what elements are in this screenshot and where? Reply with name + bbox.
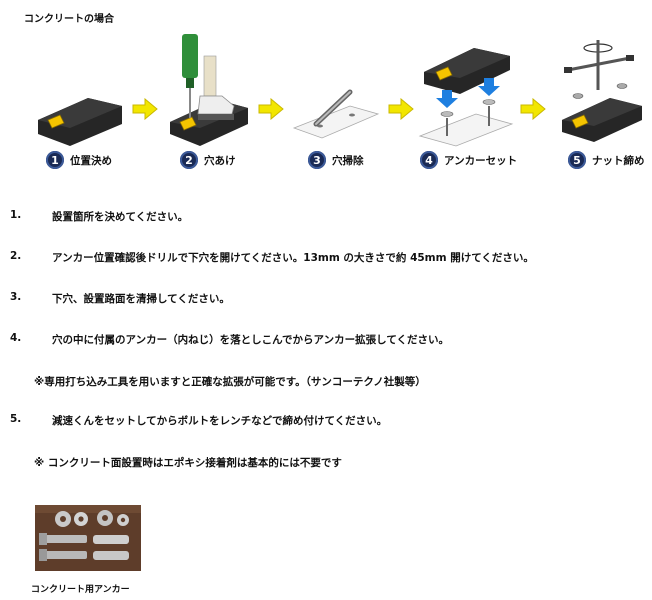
- step-number-badge: 4: [420, 151, 438, 169]
- step-label-2: 2 穴あけ: [180, 150, 236, 170]
- instruction-text: 穴の中に付属のアンカー（内ねじ）を落としこんでからアンカー拡張してください。: [52, 334, 450, 346]
- step-label-4: 4 アンカーセット: [420, 150, 517, 170]
- anchor-photo: [35, 505, 141, 571]
- instruction-text: 設置箇所を決めてください。: [52, 211, 189, 223]
- step-number-badge: 2: [180, 151, 198, 169]
- instruction-number: 1.: [10, 209, 22, 221]
- step-label-5: 5 ナット締め: [568, 150, 645, 170]
- nut-tightening-image: [562, 40, 642, 142]
- step-label-text: アンカーセット: [444, 154, 518, 167]
- instruction-number: 3.: [10, 291, 22, 303]
- page-title: コンクリートの場合: [24, 14, 114, 25]
- step-label-3: 3 穴掃除: [308, 150, 364, 170]
- step-illustrations: 1 位置決め 2 穴あけ 3 穴掃除 4 アンカーセット 5 ナット締め: [0, 28, 652, 178]
- step-number-badge: 5: [568, 151, 586, 169]
- step-label-text: ナット締め: [592, 154, 645, 167]
- instruction-text: アンカー位置確認後ドリルで下穴を開けてください。13mm の大きさで約 45mm…: [52, 252, 534, 264]
- arrow-right-icon: [258, 98, 284, 120]
- step-label-text: 穴あけ: [204, 154, 236, 167]
- step-number-badge: 1: [46, 151, 64, 169]
- step-number-badge: 3: [308, 151, 326, 169]
- tool-note: ※専用打ち込み工具を用いますと正確な拡張が可能です。（サンコーテクノ社製等）: [34, 376, 426, 388]
- arrow-right-icon: [520, 98, 546, 120]
- anchor-parts-image: [35, 505, 141, 571]
- epoxy-note: ※ コンクリート面設置時はエポキシ接着剤は基本的には不要です: [34, 457, 342, 469]
- speed-bump-image: [38, 98, 122, 146]
- step-label-text: 位置決め: [70, 154, 112, 167]
- step-label-1: 1 位置決め: [46, 150, 112, 170]
- instruction-number: 2.: [10, 250, 22, 262]
- hole-cleaning-image: [292, 89, 380, 139]
- instruction-number: 4.: [10, 332, 22, 344]
- instruction-text: 減速くんをセットしてからボルトをレンチなどで締め付けてください。: [52, 415, 388, 427]
- instruction-text: 下穴、設置路面を清掃してください。: [52, 293, 230, 305]
- arrow-right-icon: [388, 98, 414, 120]
- arrow-right-icon: [132, 98, 158, 120]
- photo-caption: コンクリート用アンカー: [31, 585, 130, 595]
- drilling-image: [170, 34, 248, 146]
- instruction-number: 5.: [10, 413, 22, 425]
- anchor-set-image: [418, 48, 514, 147]
- step-label-text: 穴掃除: [332, 154, 364, 167]
